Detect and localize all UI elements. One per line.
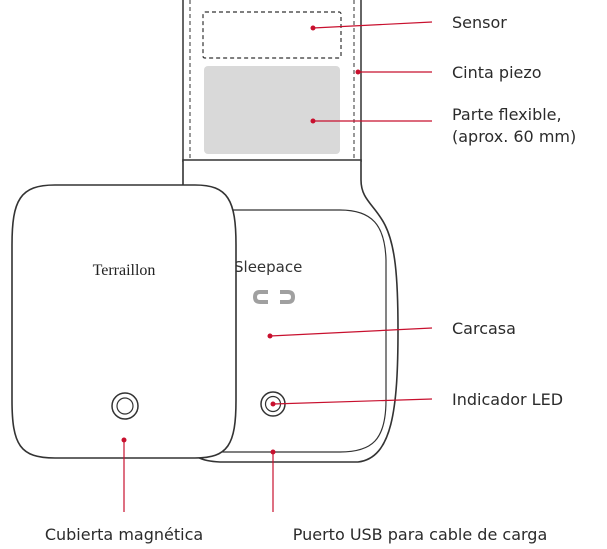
label-led-indicator: Indicador LED — [452, 390, 563, 409]
magnetic-cover — [11, 184, 237, 459]
label-flexible-part-line1: Parte flexible, — [452, 105, 562, 124]
link-icon — [252, 290, 296, 304]
terraillon-logo: Terraillon — [93, 262, 156, 279]
label-usb-port: Puerto USB para cable de carga — [293, 525, 548, 544]
leader-lines — [121, 21, 433, 512]
label-sensor: Sensor — [452, 13, 507, 32]
label-piezo-strap: Cinta piezo — [452, 63, 542, 82]
cover-button — [111, 392, 139, 420]
piezo-strap — [182, 0, 362, 162]
label-housing: Carcasa — [452, 319, 516, 338]
label-magnetic-cover: Cubierta magnética — [45, 525, 203, 544]
sleepace-logo: Sleepace — [234, 258, 302, 276]
label-flexible-part-line2: (aprox. 60 mm) — [452, 127, 576, 146]
sensor-area — [202, 11, 342, 59]
flexible-part — [204, 66, 340, 154]
